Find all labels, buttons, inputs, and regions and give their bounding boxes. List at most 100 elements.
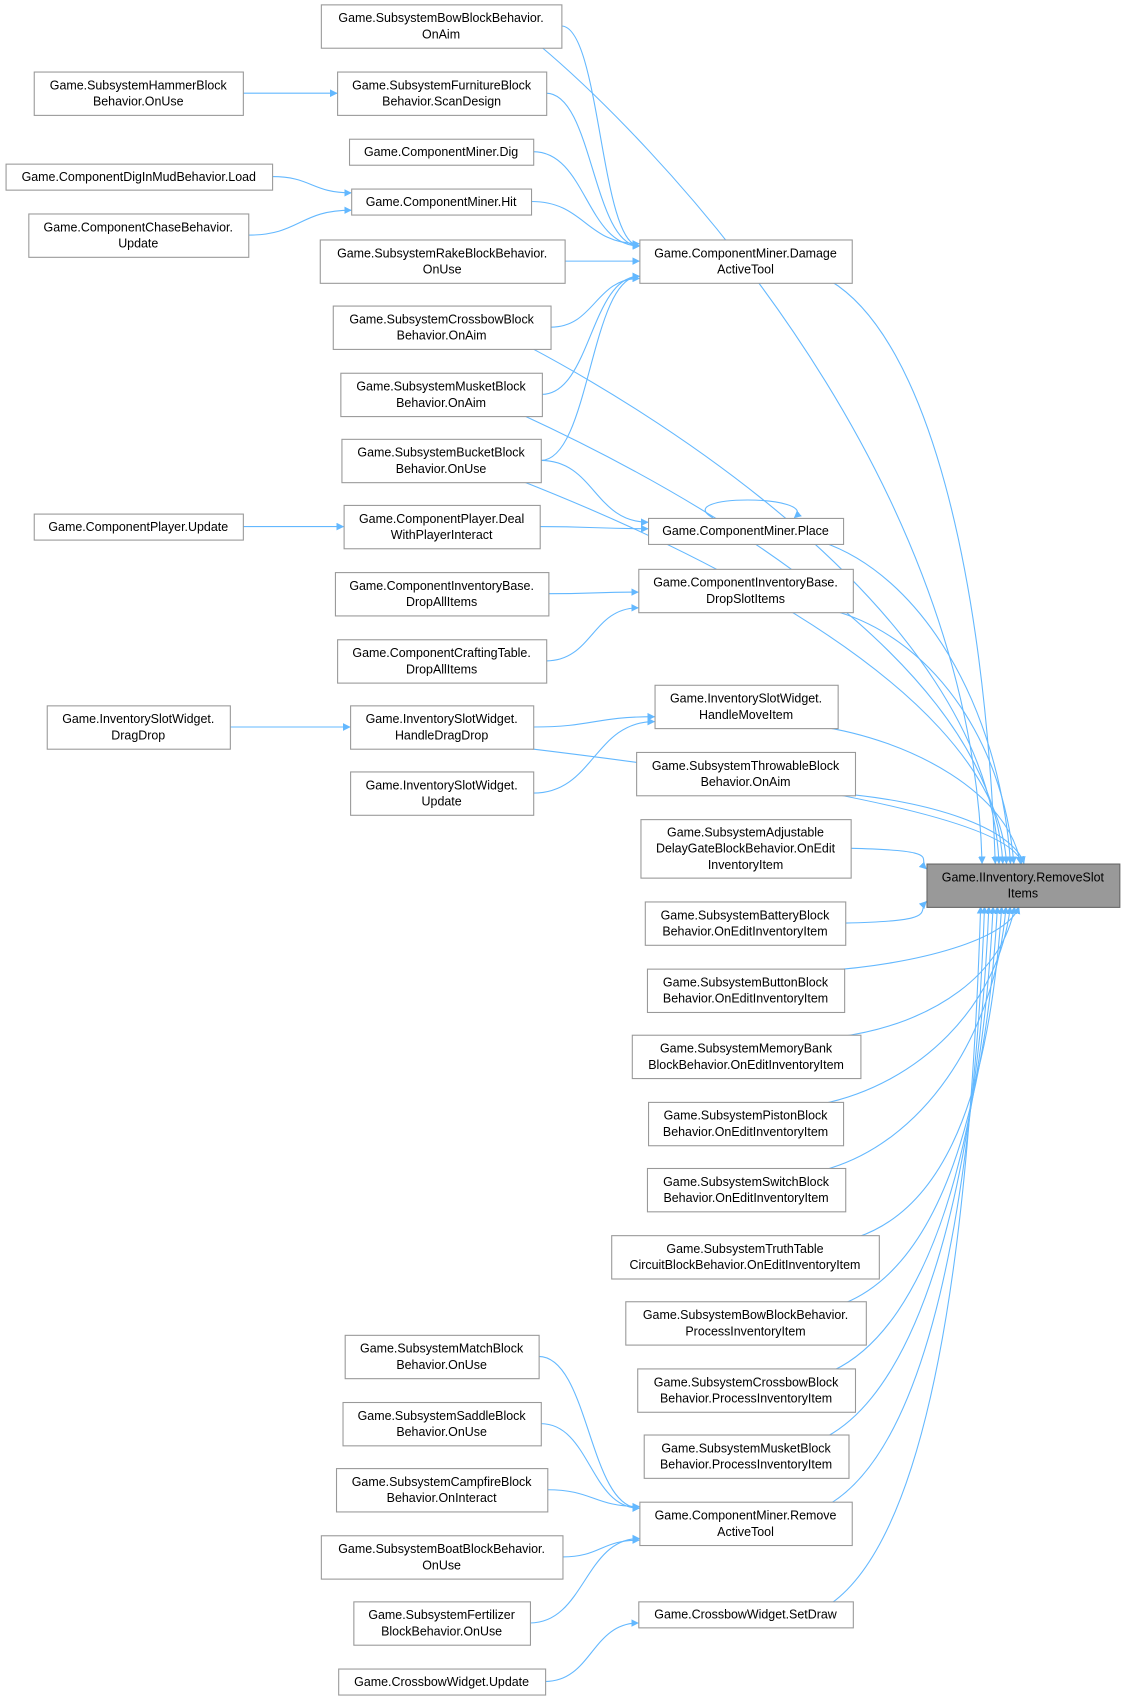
edge-bucket-to-damage [540, 276, 640, 462]
node-label: Update [118, 237, 158, 251]
node-throwable[interactable]: Game.SubsystemThrowableBlockBehavior.OnA… [636, 751, 857, 797]
edge-setdraw-to-target [830, 907, 981, 1604]
node-label: Behavior.ProcessInventoryItem [660, 1392, 832, 1406]
node-dig[interactable]: Game.ComponentMiner.Dig [348, 138, 535, 166]
node-label: BlockBehavior.OnEditInventoryItem [648, 1058, 844, 1072]
node-handledragdrop[interactable]: Game.InventorySlotWidget.HandleDragDrop [350, 705, 535, 750]
node-crafting[interactable]: Game.ComponentCraftingTable.DropAllItems [337, 639, 548, 684]
node-label: Items [1008, 887, 1038, 901]
node-musket-process[interactable]: Game.SubsystemMusketBlockBehavior.Proces… [643, 1434, 850, 1479]
node-delaygate[interactable]: Game.SubsystemAdjustableDelayGateBlockBe… [640, 819, 852, 879]
node-box [644, 901, 847, 946]
node-label: Behavior.ScanDesign [382, 95, 501, 109]
node-box [33, 513, 244, 541]
node-chase[interactable]: Game.ComponentChaseBehavior. Update [28, 213, 250, 258]
node-box [643, 1434, 850, 1479]
node-crossbow-aim[interactable]: Game.SubsystemCrossbowBlockBehavior.OnAi… [332, 305, 552, 350]
node-box [320, 4, 563, 49]
node-crossbow-process[interactable]: Game.SubsystemCrossbowBlockBehavior.Proc… [637, 1368, 857, 1413]
node-rake[interactable]: Game.SubsystemRakeBlockBehavior.OnUse [319, 239, 566, 284]
node-boat[interactable]: Game.SubsystemBoatBlockBehavior.OnUse [320, 1535, 564, 1580]
node-box [337, 71, 548, 116]
node-label: Game.IInventory.RemoveSlot [942, 870, 1105, 884]
node-box [343, 504, 541, 550]
edge-remove-to-target [829, 907, 985, 1505]
node-bow-aim[interactable]: Game.SubsystemBowBlockBehavior.OnAim [320, 4, 563, 49]
edge-boat-to-remove [562, 1540, 639, 1558]
node-label: Game.SubsystemSaddleBlock [358, 1409, 527, 1423]
node-label: Game.SubsystemButtonBlock [663, 975, 829, 989]
node-box [351, 188, 533, 216]
node-box [654, 684, 839, 730]
node-label: Game.ComponentInventoryBase. [653, 576, 838, 590]
node-dropslot[interactable]: Game.ComponentInventoryBase.DropSlotItem… [638, 568, 854, 614]
node-label: BlockBehavior.OnUse [381, 1624, 502, 1638]
node-box [611, 1235, 880, 1280]
node-piston[interactable]: Game.SubsystemPistonBlockBehavior.OnEdit… [648, 1101, 845, 1147]
node-label: Game.ComponentCraftingTable. [352, 646, 530, 660]
node-box [353, 1601, 531, 1646]
node-label: Game.SubsystemThrowableBlock [652, 759, 840, 773]
node-furniture[interactable]: Game.SubsystemFurnitureBlockBehavior.Sca… [337, 71, 548, 116]
edge-bucket-to-place [540, 459, 648, 522]
node-box [646, 968, 846, 1014]
edge-bow-aim-to-damage [561, 25, 639, 246]
node-deal[interactable]: Game.ComponentPlayer.DealWithPlayerInter… [343, 504, 541, 550]
node-label: CircuitBlockBehavior.OnEditInventoryItem [630, 1258, 861, 1272]
node-truth[interactable]: Game.SubsystemTruthTableCircuitBlockBeha… [611, 1235, 880, 1280]
node-label: Game.ComponentMiner.Hit [366, 195, 517, 209]
node-label: Game.SubsystemBowBlockBehavior. [338, 11, 543, 25]
node-dragdrop[interactable]: Game.InventorySlotWidget.DragDrop [46, 705, 231, 750]
edge-handlemove-to-target [815, 725, 1020, 864]
node-label: InventoryItem [708, 858, 783, 872]
node-label: Game.SubsystemFertilizer [368, 1608, 515, 1622]
edge-campfire-to-remove [547, 1489, 639, 1507]
node-label: Behavior.OnEditInventoryItem [663, 1125, 828, 1139]
node-label: Game.InventorySlotWidget. [366, 712, 518, 726]
node-box [640, 819, 852, 879]
node-box [342, 1401, 542, 1447]
node-digmud[interactable]: Game.ComponentDigInMudBehavior.Load [5, 163, 274, 191]
node-memory[interactable]: Game.SubsystemMemoryBankBlockBehavior.On… [631, 1034, 862, 1080]
node-box [350, 771, 535, 816]
node-label: Game.ComponentPlayer.Update [48, 520, 228, 534]
node-box [334, 572, 550, 617]
node-label: Game.ComponentChaseBehavior. [44, 220, 233, 234]
node-label: Game.SubsystemBoatBlockBehavior. [338, 1542, 545, 1556]
node-switch[interactable]: Game.SubsystemSwitchBlockBehavior.OnEdit… [646, 1167, 847, 1213]
node-invbase-dropall[interactable]: Game.ComponentInventoryBase.DropAllItems [334, 572, 550, 617]
node-label: DropAllItems [406, 595, 477, 609]
node-handlemove[interactable]: Game.InventorySlotWidget.HandleMoveItem [654, 684, 839, 730]
node-setdraw[interactable]: Game.CrossbowWidget.SetDraw [638, 1601, 854, 1629]
node-button[interactable]: Game.SubsystemButtonBlockBehavior.OnEdit… [646, 968, 846, 1014]
node-campfire[interactable]: Game.SubsystemCampfireBlockBehavior.OnIn… [335, 1468, 549, 1513]
node-label: Game.SubsystemBowBlockBehavior. [643, 1308, 848, 1322]
node-cw-update[interactable]: Game.CrossbowWidget.Update [338, 1668, 547, 1696]
node-box [28, 213, 250, 258]
node-place[interactable]: Game.ComponentMiner.Place [648, 517, 845, 545]
node-label: ActiveTool [717, 263, 774, 277]
node-player-update[interactable]: Game.ComponentPlayer.Update [33, 513, 244, 541]
node-slot-update[interactable]: Game.InventorySlotWidget.Update [350, 771, 535, 816]
node-label: Behavior.ProcessInventoryItem [660, 1458, 832, 1472]
node-fertilizer[interactable]: Game.SubsystemFertilizerBlockBehavior.On… [353, 1601, 531, 1646]
node-box [625, 1301, 867, 1346]
node-hit[interactable]: Game.ComponentMiner.Hit [351, 188, 533, 216]
edge-crafting-to-dropslot [546, 608, 638, 662]
node-label: Game.SubsystemFurnitureBlock [352, 78, 532, 92]
node-battery[interactable]: Game.SubsystemBatteryBlockBehavior.OnEdi… [644, 901, 847, 946]
node-label: ActiveTool [717, 1525, 774, 1539]
node-box [341, 438, 542, 484]
node-label: Behavior.OnUse [396, 1425, 487, 1439]
node-bow-process[interactable]: Game.SubsystemBowBlockBehavior.ProcessIn… [625, 1301, 867, 1346]
edge-fertilizer-to-remove [529, 1538, 639, 1624]
node-box [33, 71, 244, 116]
